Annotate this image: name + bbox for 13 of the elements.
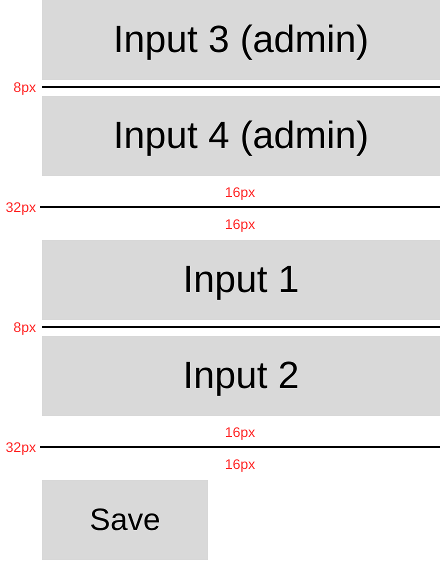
- spacing-label: 16px: [224, 456, 256, 472]
- save-button: Save: [42, 480, 208, 560]
- spacing-label: 8px: [13, 79, 36, 95]
- spacing-label: 16px: [224, 216, 256, 232]
- spacing-label: 32px: [6, 439, 36, 455]
- spacing-label: 8px: [13, 319, 36, 335]
- spacing-label: 16px: [224, 184, 256, 200]
- input-field: Input 2: [42, 336, 440, 416]
- spacing-label: 16px: [224, 424, 256, 440]
- input-field: Input 4 (admin): [42, 96, 440, 176]
- input-field: Input 3 (admin): [42, 0, 440, 80]
- spacing-label: 32px: [6, 199, 36, 215]
- input-field: Input 1: [42, 240, 440, 320]
